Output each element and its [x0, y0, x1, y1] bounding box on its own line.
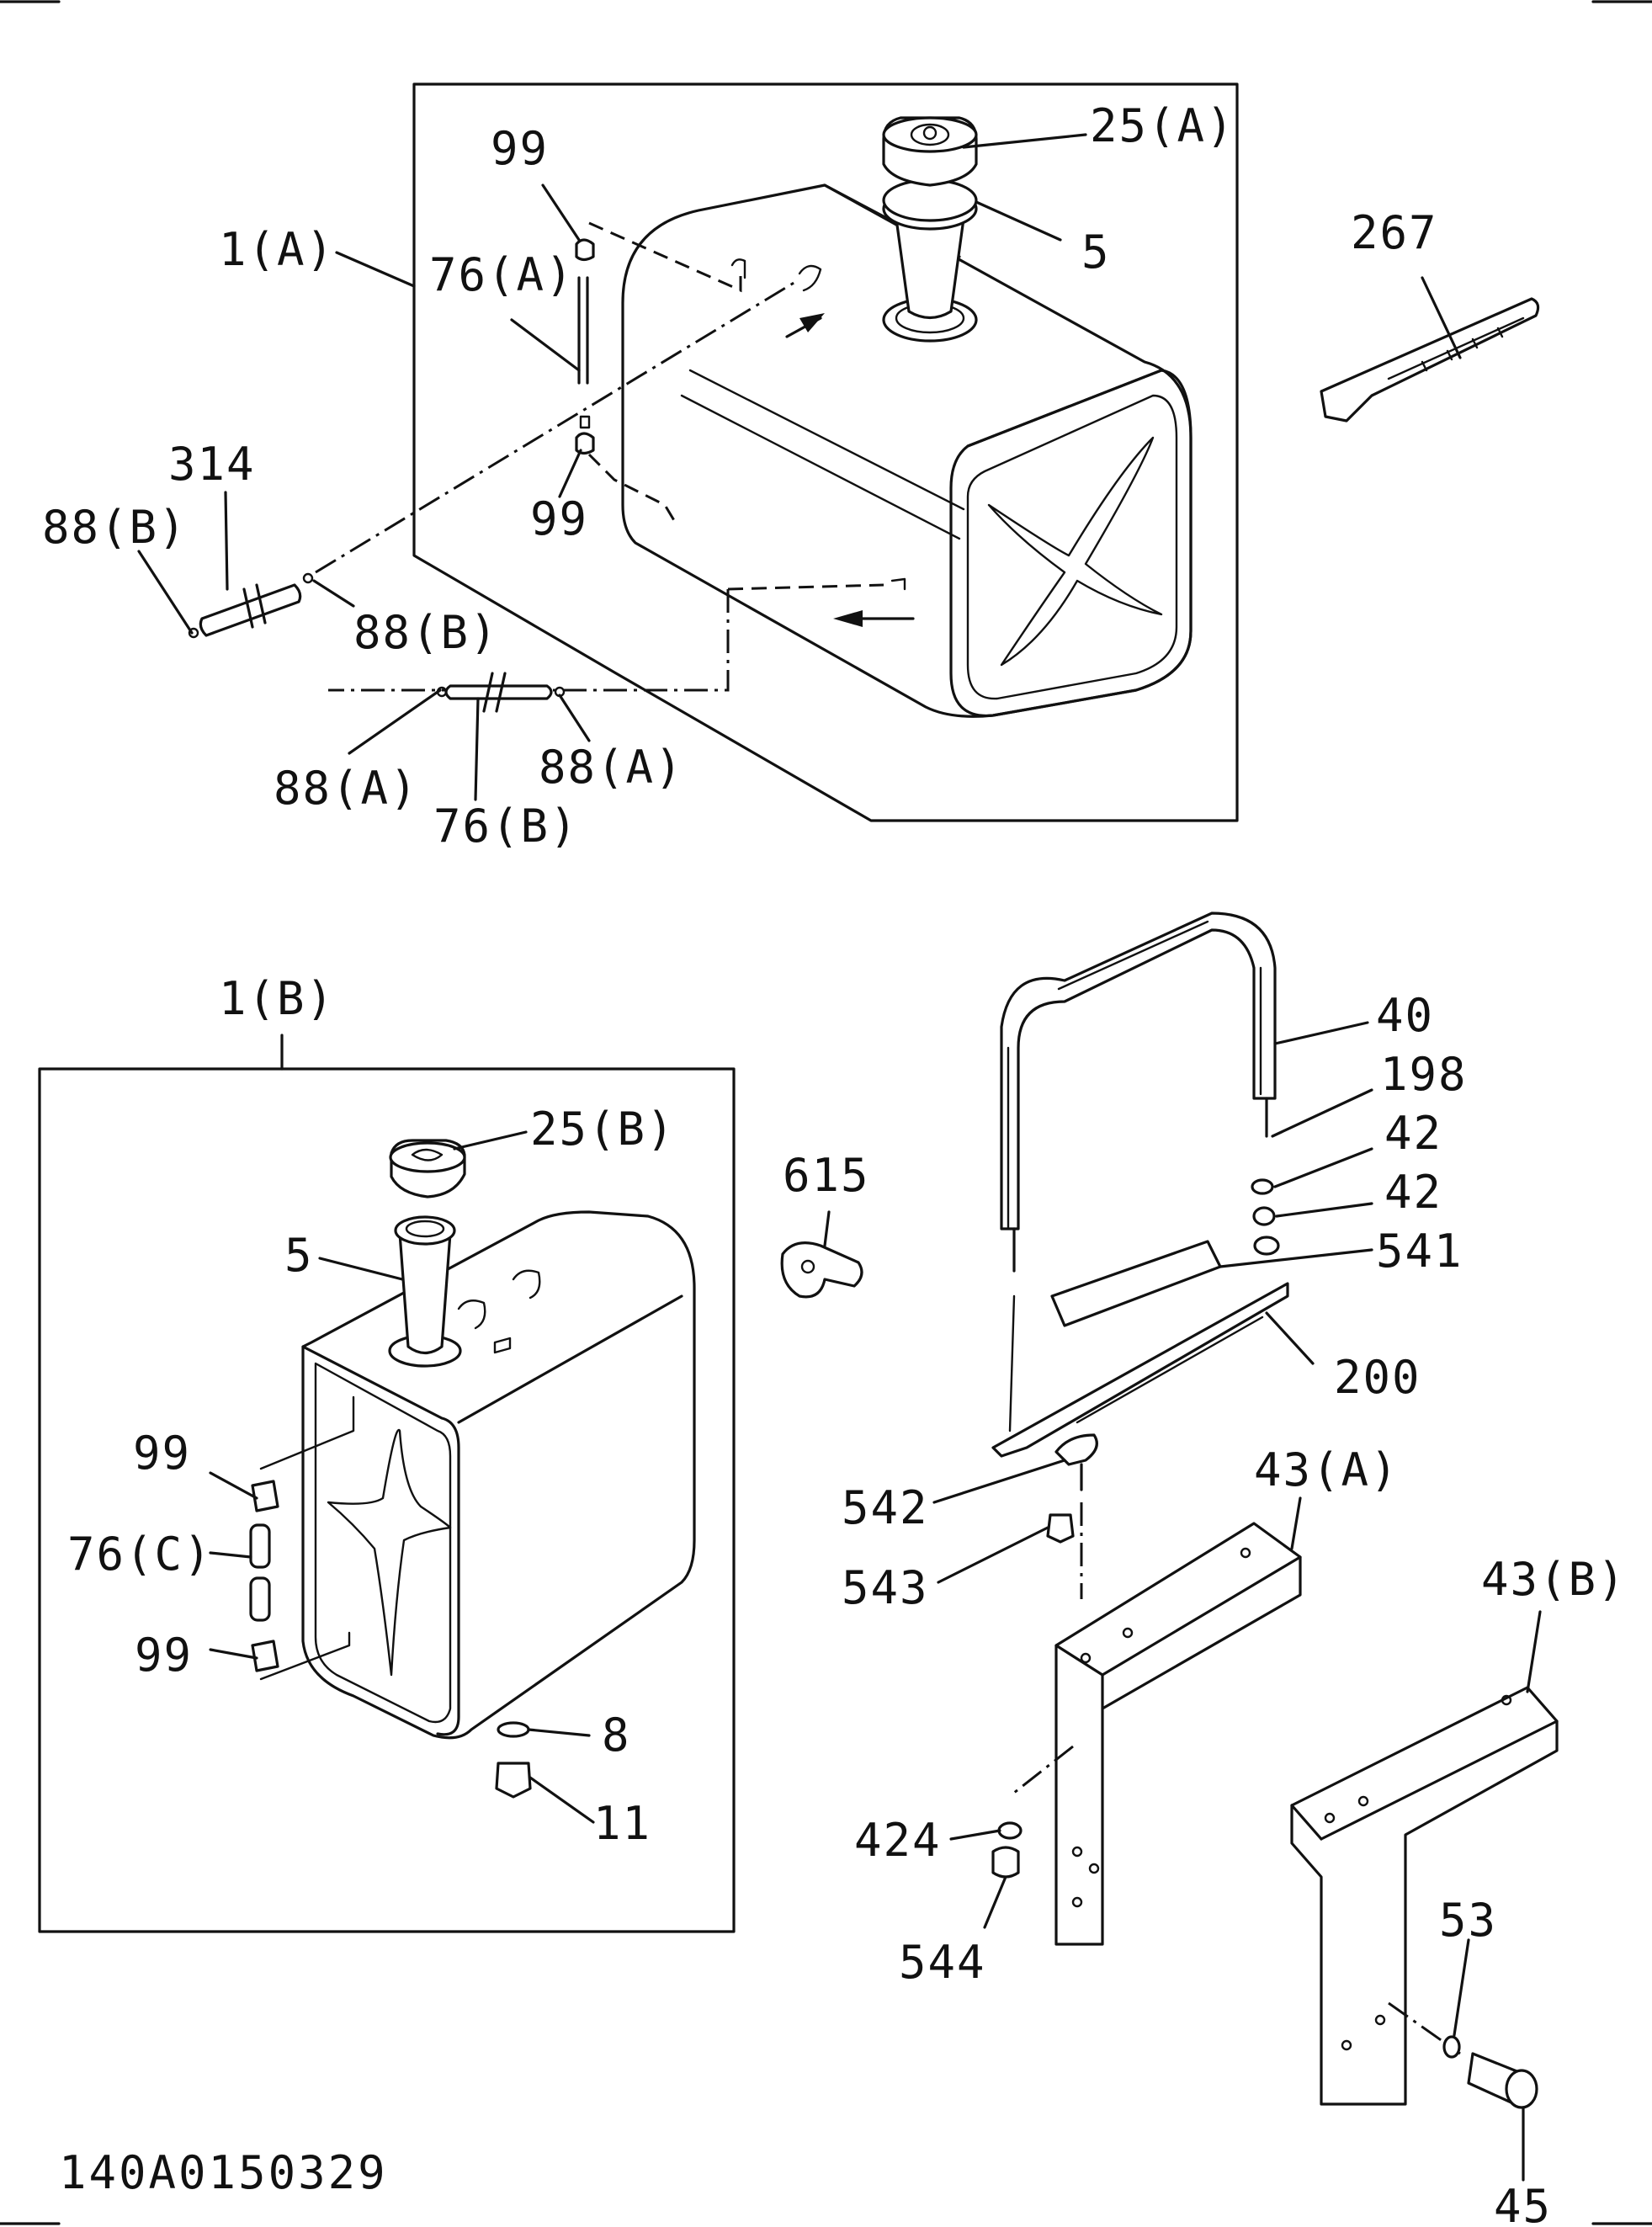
callout-25B: 25(B) — [530, 1103, 676, 1156]
callout-541: 541 — [1376, 1225, 1463, 1278]
callout-88B-right: 88(B) — [353, 606, 499, 659]
callout-labels: 25(A) 5 267 1(A) 99 76(A) 99 314 88(B) 8… — [42, 99, 1627, 2227]
callout-88A-left: 88(A) — [274, 762, 419, 815]
callout-99-mid: 99 — [530, 492, 588, 545]
callout-1A: 1(A) — [219, 223, 335, 276]
filler-neck-1B — [388, 1215, 462, 1368]
callout-76B: 76(B) — [433, 800, 579, 853]
callout-5-top: 5 — [1081, 226, 1111, 279]
callout-99-top: 99 — [491, 122, 549, 175]
fuel-tank-1B — [301, 1210, 696, 1740]
callout-88B-left: 88(B) — [42, 501, 188, 554]
document-id: 140A0150329 — [59, 2146, 388, 2199]
bolt-542-543 — [1046, 1433, 1098, 1599]
callout-615: 615 — [783, 1149, 870, 1202]
callout-99-upper-left: 99 — [133, 1427, 191, 1480]
fuel-tank-1A — [621, 183, 1193, 718]
frame-1B — [38, 1067, 736, 1933]
bracket-200 — [991, 1240, 1289, 1458]
filler-neck-1A — [882, 178, 978, 343]
callout-1B: 1(B) — [219, 972, 335, 1025]
clip-615 — [780, 1241, 863, 1299]
washer-424-nut-544 — [991, 1821, 1023, 1879]
callout-25A: 25(A) — [1090, 99, 1235, 152]
bracket-43A — [1013, 1522, 1302, 1946]
callout-76C: 76(C) — [67, 1528, 213, 1581]
callout-99-lower-left: 99 — [135, 1629, 193, 1682]
leader-lines — [137, 133, 1542, 2182]
frame-1A — [412, 82, 1239, 822]
callout-544: 544 — [899, 1936, 986, 1989]
callout-88A-right: 88(A) — [539, 741, 684, 794]
callout-267: 267 — [1351, 206, 1438, 259]
strap-40 — [1000, 912, 1280, 1273]
callout-40: 40 — [1376, 989, 1434, 1042]
cap-25B — [389, 1139, 466, 1199]
cap-25A — [882, 116, 978, 187]
band-267 — [1320, 297, 1540, 423]
callout-42-lower: 42 — [1384, 1166, 1442, 1219]
callout-542: 542 — [842, 1481, 929, 1534]
callout-42-upper: 42 — [1384, 1107, 1442, 1160]
callout-200: 200 — [1334, 1351, 1421, 1404]
callout-424: 424 — [854, 1814, 942, 1867]
callout-43B: 43(B) — [1481, 1553, 1627, 1606]
washer-53-bolt-45 — [1442, 2035, 1538, 2109]
callout-314: 314 — [168, 438, 256, 491]
callout-11: 11 — [593, 1797, 651, 1850]
callout-8: 8 — [602, 1709, 631, 1762]
fittings-1A — [188, 221, 915, 713]
callout-53: 53 — [1439, 1894, 1497, 1947]
callout-45: 45 — [1494, 2180, 1552, 2227]
callout-43A: 43(A) — [1254, 1443, 1400, 1496]
callout-198: 198 — [1380, 1048, 1468, 1101]
fittings-1B — [249, 1395, 532, 1799]
callout-76A: 76(A) — [429, 248, 575, 301]
callout-543: 543 — [842, 1561, 929, 1614]
callout-5-bottom: 5 — [284, 1229, 314, 1282]
bracket-43B — [1290, 1686, 1559, 2106]
